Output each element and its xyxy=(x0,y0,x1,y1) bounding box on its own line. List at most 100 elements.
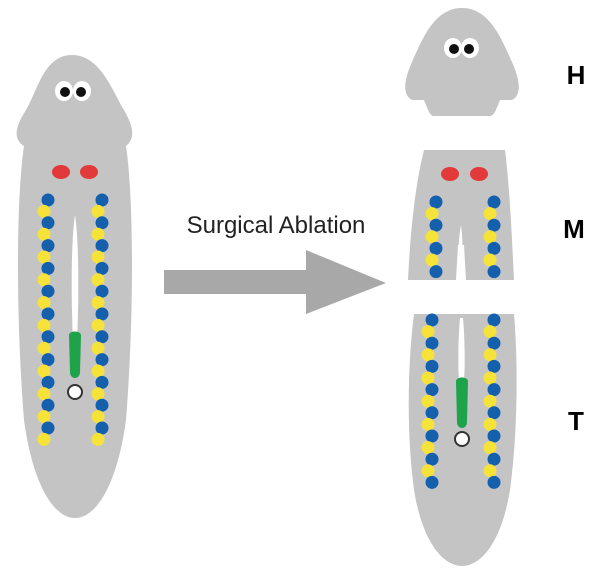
nerve-dot-blue xyxy=(95,284,109,298)
nerve-dot-yellow xyxy=(37,410,51,424)
nerve-dot-blue xyxy=(41,421,55,435)
nerve-dot-yellow xyxy=(483,230,497,244)
pupil xyxy=(76,87,86,97)
nerve-dot-yellow xyxy=(37,250,51,264)
nerve-dot-blue xyxy=(41,307,55,321)
nerve-dot-blue xyxy=(95,375,109,389)
nerve-dot-blue xyxy=(429,241,443,255)
nerve-dot-yellow xyxy=(425,230,439,244)
nerve-dot-yellow xyxy=(425,207,439,221)
nerve-dot-blue xyxy=(487,265,501,279)
nerve-dot-blue xyxy=(425,336,439,350)
nerve-dot-yellow xyxy=(37,364,51,378)
nerve-dot-yellow xyxy=(483,325,497,339)
nerve-dot-blue xyxy=(487,383,501,397)
nerve-dot-yellow xyxy=(37,432,51,446)
nerve-dot-blue xyxy=(425,359,439,373)
nerve-dot-blue xyxy=(487,218,501,232)
nerve-dot-blue xyxy=(95,421,109,435)
nerve-dot-blue xyxy=(487,452,501,466)
nerve-dot-blue xyxy=(487,336,501,350)
segment-label-tail: T xyxy=(568,406,584,436)
arrow-icon xyxy=(164,250,386,314)
nerve-dot-yellow xyxy=(91,364,105,378)
nerve-dot-blue xyxy=(95,193,109,207)
nerve-dot-blue xyxy=(487,359,501,373)
arrow-label: Surgical Ablation xyxy=(187,212,366,239)
ablation-arrow: Surgical Ablation xyxy=(164,212,386,314)
mouth-opening xyxy=(67,384,83,400)
tail-nerve-cords xyxy=(421,313,501,489)
nerve-dot-yellow xyxy=(421,325,435,339)
nerve-dot-yellow xyxy=(37,273,51,287)
nerve-dot-yellow xyxy=(421,464,435,478)
nerve-dot-blue xyxy=(41,193,55,207)
nerve-dot-yellow xyxy=(91,387,105,401)
nerve-dot-yellow xyxy=(37,204,51,218)
pharynx-icon xyxy=(455,377,469,428)
nerve-dot-blue xyxy=(95,239,109,253)
nerve-dot-yellow xyxy=(37,227,51,241)
nerve-dot-yellow xyxy=(421,394,435,408)
nerve-dot-yellow xyxy=(91,341,105,355)
nerve-dot-blue xyxy=(41,330,55,344)
nerve-dot-blue xyxy=(429,265,443,279)
nerve-dot-blue xyxy=(41,239,55,253)
nerve-dot-yellow xyxy=(91,227,105,241)
nerve-dot-yellow xyxy=(483,371,497,385)
nerve-dot-yellow xyxy=(483,207,497,221)
nerve-dot-blue xyxy=(95,216,109,230)
segment-label-middle: M xyxy=(563,214,585,244)
tail-gut-channel xyxy=(458,318,465,380)
middle-fragment xyxy=(408,150,514,280)
nerve-dot-blue xyxy=(487,475,501,489)
intact-brain xyxy=(52,165,98,179)
nerve-dot-yellow xyxy=(91,273,105,287)
nerve-dot-blue xyxy=(425,475,439,489)
nerve-dot-yellow xyxy=(91,296,105,310)
pupil xyxy=(464,44,474,54)
nerve-dot-blue xyxy=(95,330,109,344)
head-body xyxy=(405,8,519,116)
nerve-dot-blue xyxy=(425,406,439,420)
middle-gut-channel xyxy=(458,225,463,280)
head-fragment xyxy=(405,8,519,116)
nerve-dot-yellow xyxy=(483,464,497,478)
nerve-dot-blue xyxy=(487,195,501,209)
brain-lobe-icon xyxy=(52,165,70,179)
nerve-dot-blue xyxy=(41,398,55,412)
nerve-dot-blue xyxy=(95,353,109,367)
segment-label-head: H xyxy=(567,60,586,90)
nerve-dot-yellow xyxy=(91,250,105,264)
nerve-dot-yellow xyxy=(483,394,497,408)
intact-gut-channel xyxy=(71,215,79,340)
nerve-dot-blue xyxy=(41,284,55,298)
intact-nerve-cords xyxy=(37,193,109,446)
brain-lobe-icon xyxy=(470,167,488,181)
nerve-dot-yellow xyxy=(483,441,497,455)
nerve-dot-blue xyxy=(95,398,109,412)
nerve-dot-yellow xyxy=(91,410,105,424)
nerve-dot-yellow xyxy=(421,441,435,455)
nerve-dot-blue xyxy=(429,218,443,232)
nerve-dot-blue xyxy=(41,375,55,389)
nerve-dot-yellow xyxy=(37,318,51,332)
pharynx-icon xyxy=(68,331,82,378)
nerve-dot-blue xyxy=(95,307,109,321)
nerve-dot-yellow xyxy=(91,318,105,332)
intact-planarian xyxy=(16,55,133,518)
brain-lobe-icon xyxy=(80,165,98,179)
nerve-dot-yellow xyxy=(37,296,51,310)
nerve-dot-blue xyxy=(425,313,439,327)
pupil xyxy=(449,44,459,54)
intact-eyes xyxy=(55,81,91,101)
nerve-dot-blue xyxy=(425,452,439,466)
brain-lobe-icon xyxy=(441,167,459,181)
nerve-dot-yellow xyxy=(421,417,435,431)
nerve-dot-blue xyxy=(487,313,501,327)
nerve-dot-yellow xyxy=(91,432,105,446)
nerve-dot-blue xyxy=(41,353,55,367)
nerve-dot-yellow xyxy=(37,341,51,355)
nerve-dot-yellow xyxy=(91,204,105,218)
nerve-dot-yellow xyxy=(483,253,497,267)
